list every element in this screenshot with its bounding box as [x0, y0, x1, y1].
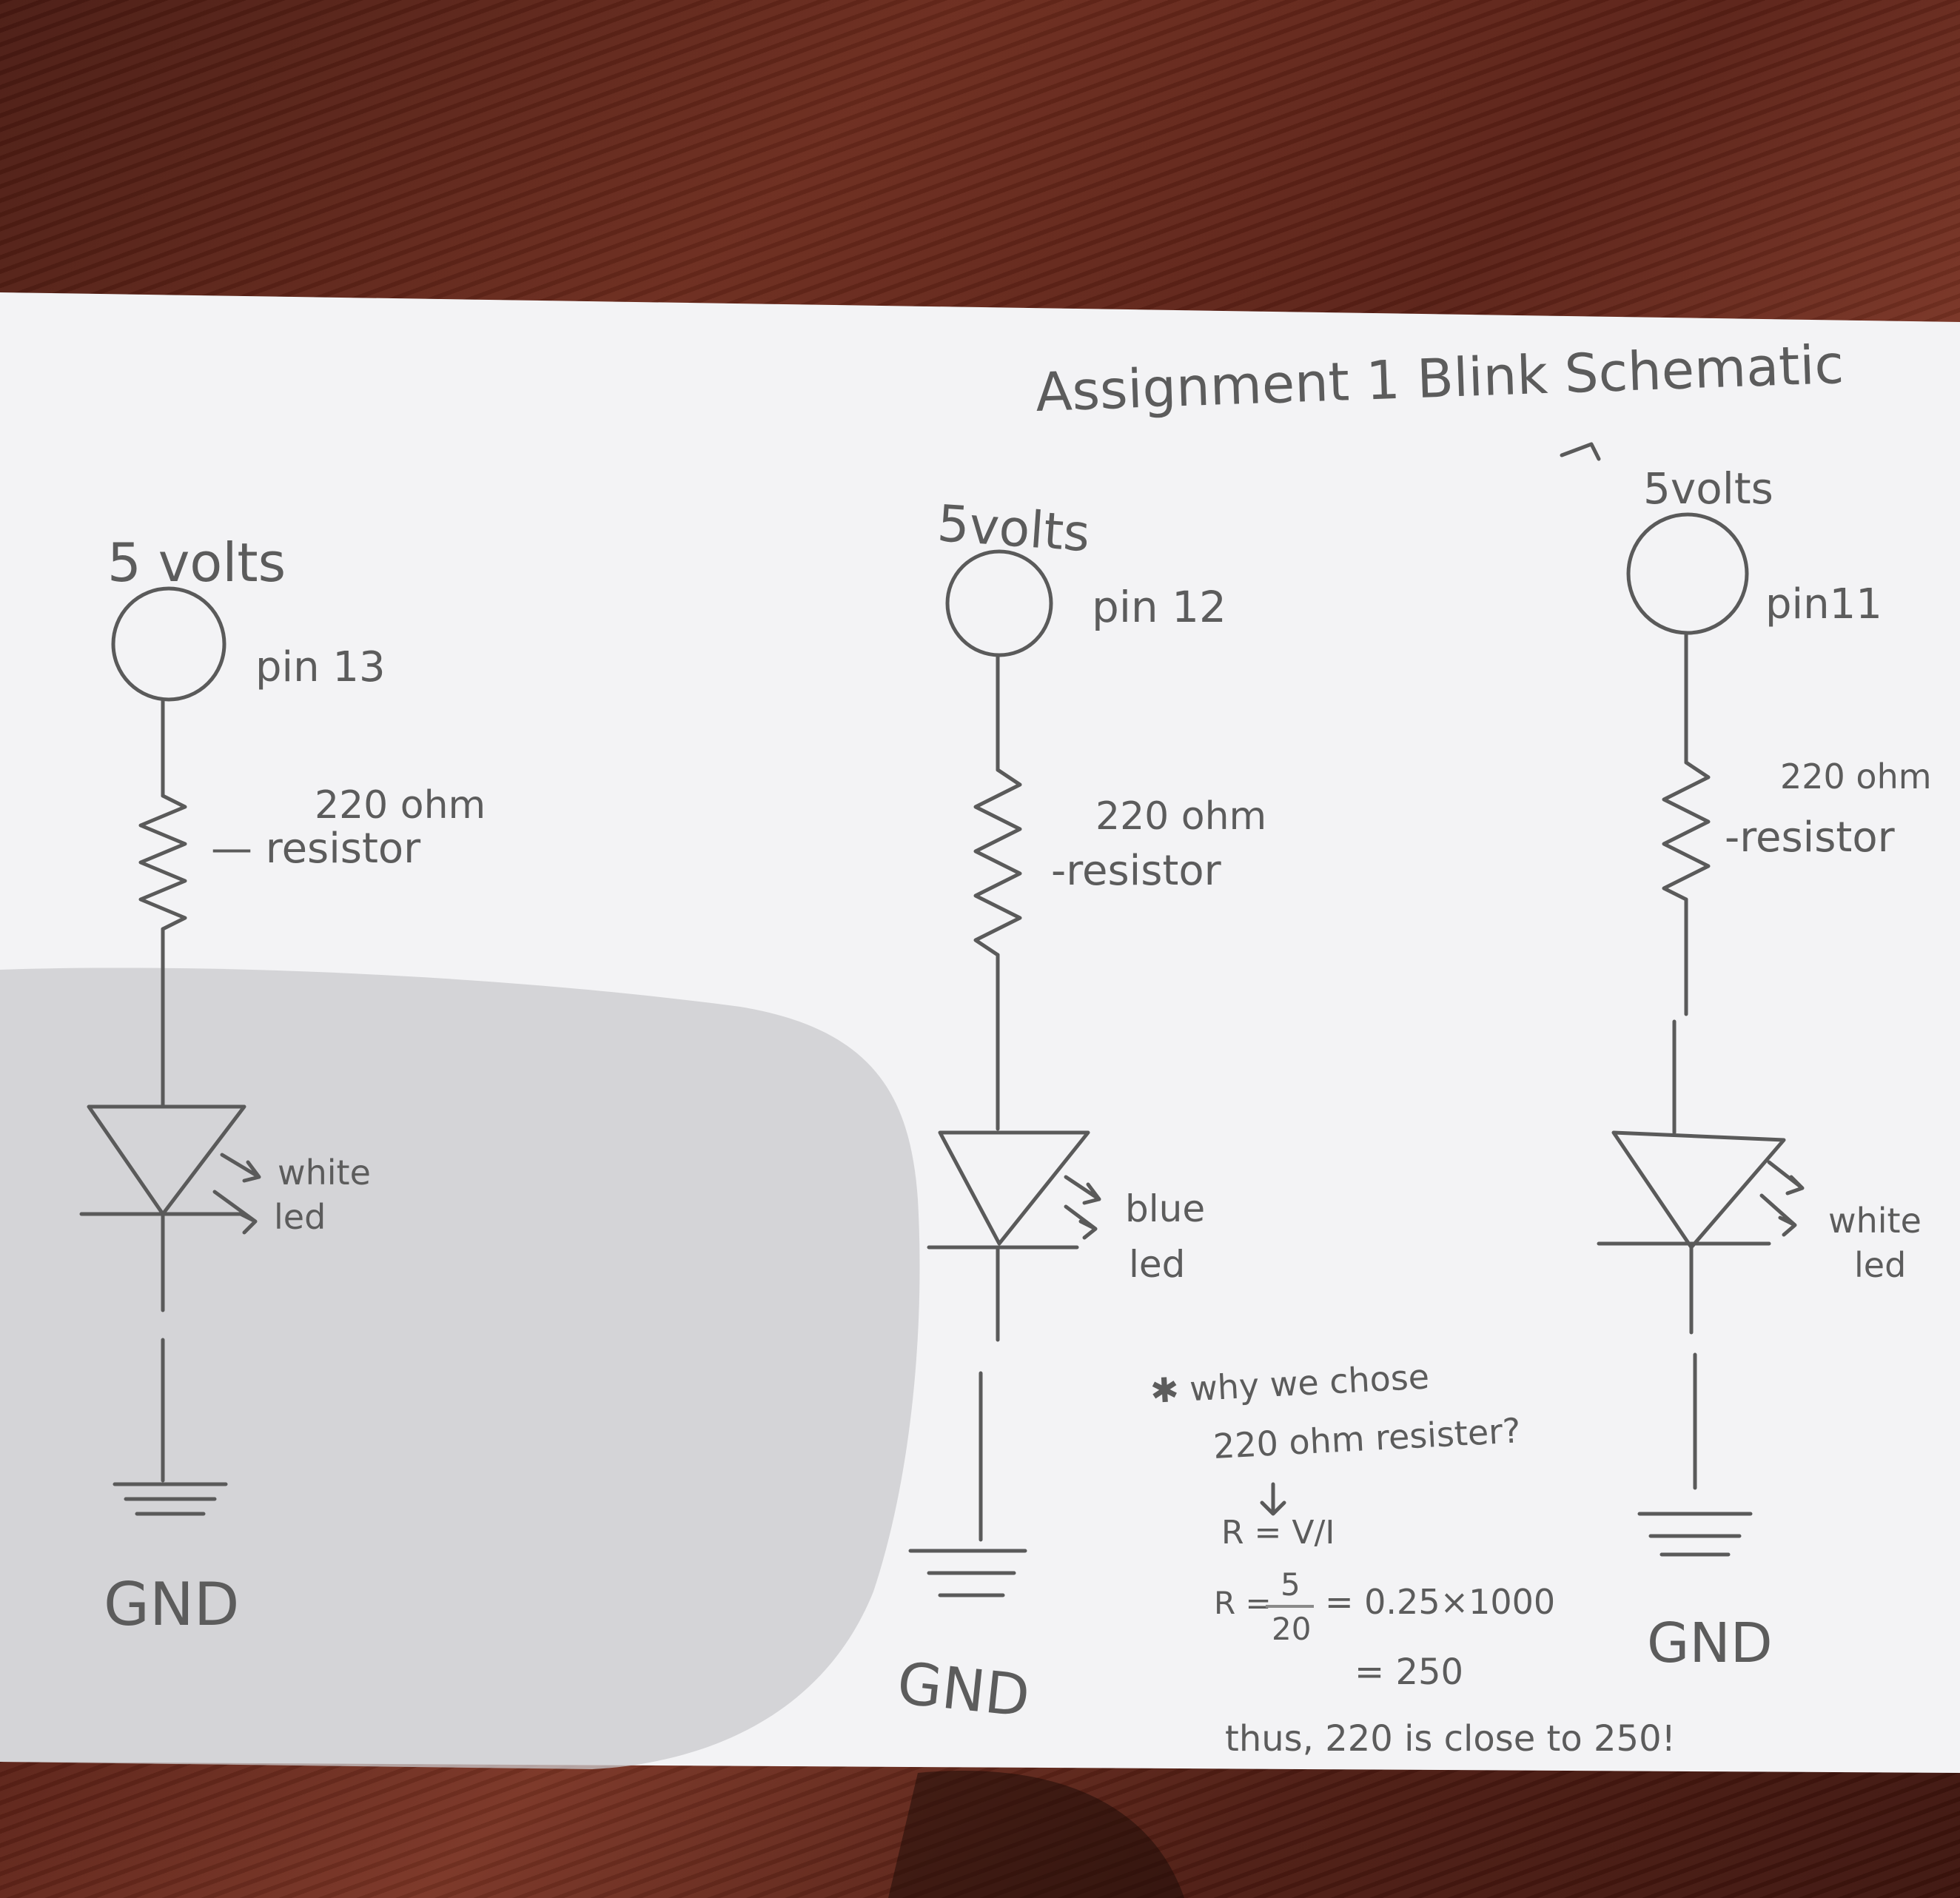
wire: [979, 1245, 1000, 1542]
led-diode-icon: [1611, 1130, 1786, 1250]
resistor-icon: [138, 794, 187, 931]
resistor-icon: [1662, 760, 1711, 902]
step2-result: = 250: [1355, 1651, 1463, 1693]
resistor-label: -resistor: [1725, 814, 1896, 862]
ground-icon: [113, 1482, 228, 1516]
circuit-1: 5 volts pin 13 220 ohm — resistor white …: [79, 531, 486, 1639]
ground-label: GND: [1647, 1612, 1773, 1675]
arrow-down-icon: [1260, 1482, 1286, 1516]
led-label: led: [1129, 1243, 1185, 1286]
ground-icon: [908, 1549, 1027, 1597]
light-arrow-icon: [212, 1190, 258, 1235]
ground-icon: [1637, 1512, 1753, 1557]
supply-label: 5 volts: [107, 531, 286, 594]
led-diode-icon: [87, 1104, 246, 1216]
pin-label: pin 13: [255, 643, 386, 691]
resistor-label: — resistor: [211, 825, 421, 873]
light-arrow-icon: [1064, 1204, 1098, 1240]
led-color-label: white: [1828, 1201, 1922, 1241]
step1-lhs: R =: [1214, 1585, 1272, 1621]
step1-numerator: 5: [1281, 1566, 1300, 1603]
pin-label: pin11: [1765, 580, 1882, 628]
circuit-2: 5volts pin 12 220 ohm -resistor blue led…: [894, 494, 1266, 1730]
resistor-label: -resistor: [1051, 847, 1222, 895]
resistor-value: 220 ohm: [315, 783, 486, 828]
light-arrow-icon: [1759, 1193, 1797, 1237]
led-label: led: [274, 1197, 326, 1237]
wire: [1689, 1245, 1697, 1490]
light-arrow-icon: [1064, 1175, 1101, 1205]
ohms-law-formula: R = V/I: [1221, 1514, 1335, 1552]
light-arrow-icon: [1767, 1160, 1805, 1196]
note-conclusion: thus, 220 is close to 250!: [1225, 1718, 1676, 1760]
bottom-shadow: [888, 1771, 1184, 1898]
ground-label: GND: [894, 1650, 1033, 1730]
resistor-calculation-note: ✱ why we chose 220 ohm resister? R = V/I…: [1150, 1356, 1676, 1760]
led-color-label: blue: [1125, 1187, 1205, 1230]
wire: [1672, 897, 1688, 1135]
light-arrow-icon: [220, 1153, 261, 1183]
step1-denominator: 20: [1272, 1611, 1311, 1647]
voltage-source-icon: [111, 586, 226, 702]
led-diode-icon: [938, 1130, 1090, 1246]
ground-label: GND: [104, 1570, 239, 1639]
pencil-mark: [1560, 442, 1601, 461]
led-label: led: [1854, 1245, 1906, 1285]
resistor-value: 220 ohm: [1780, 757, 1932, 797]
supply-label: 5volts: [1643, 463, 1773, 514]
circuit-3: 5volts pin11 220 ohm -resistor white led…: [1560, 442, 1932, 1675]
step1-result: = 0.25×1000: [1325, 1582, 1555, 1622]
resistor-value: 220 ohm: [1095, 794, 1266, 839]
led-color-label: white: [278, 1153, 371, 1193]
resistor-icon: [973, 768, 1022, 957]
hand-shadow: [0, 968, 920, 1769]
pin-label: pin 12: [1092, 582, 1226, 632]
